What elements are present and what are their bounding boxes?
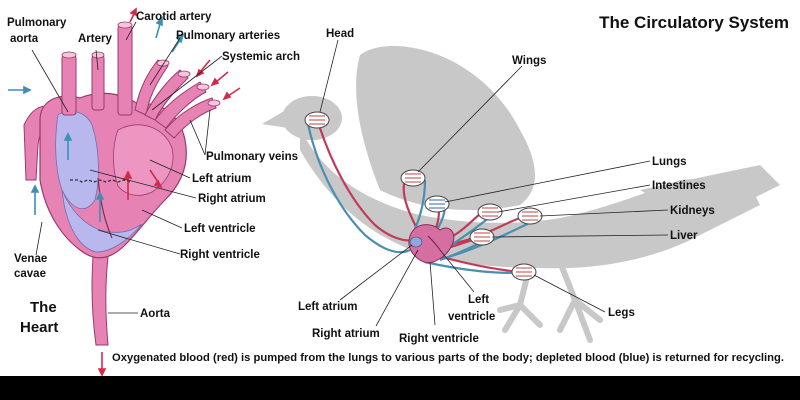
label-pulmonary-aorta-line1: Pulmonary xyxy=(7,17,67,29)
head-capillaries xyxy=(304,111,330,129)
label-systemic-arch: Systemic arch xyxy=(222,51,300,63)
label-venae-cavae-line1: Venae xyxy=(14,253,47,265)
label-left-ventricle-bird-line2: ventricle xyxy=(448,311,495,323)
label-right-atrium-bird: Right atrium xyxy=(312,328,380,340)
bird-silhouette xyxy=(262,45,780,269)
diagram-canvas: The Circulatory System Pulmonary aorta A… xyxy=(7,7,789,377)
label-wings: Wings xyxy=(512,55,546,67)
label-artery: Artery xyxy=(78,33,112,45)
bird-organ-nodes xyxy=(304,111,543,281)
bird-leader-lines xyxy=(319,39,669,327)
label-legs: Legs xyxy=(608,307,635,319)
label-venae-cavae-line2: cavae xyxy=(14,268,46,280)
label-aorta: Aorta xyxy=(140,308,171,320)
label-right-ventricle-heart: Right ventricle xyxy=(180,249,260,261)
label-right-atrium-heart: Right atrium xyxy=(198,193,266,205)
label-left-ventricle-bird-line1: Left xyxy=(468,294,489,306)
label-left-ventricle-heart: Left ventricle xyxy=(184,223,256,235)
label-kidneys: Kidneys xyxy=(670,205,715,217)
figure-title: The Circulatory System xyxy=(599,13,789,32)
label-left-atrium-bird: Left atrium xyxy=(298,301,357,313)
heart-leader-lines xyxy=(31,21,223,314)
label-pulmonary-arteries: Pulmonary arteries xyxy=(176,30,280,42)
heart-name-line1: The xyxy=(30,299,57,316)
kidney-capillaries xyxy=(517,207,543,225)
label-pulmonary-veins: Pulmonary veins xyxy=(206,151,298,163)
label-carotid-artery: Carotid artery xyxy=(136,11,212,23)
wing-capillaries xyxy=(400,169,426,187)
label-intestines: Intestines xyxy=(652,180,706,192)
label-lungs: Lungs xyxy=(652,156,687,168)
bottom-black-bar xyxy=(0,376,800,400)
label-pulmonary-aorta-line2: aorta xyxy=(10,33,39,45)
label-left-atrium-heart: Left atrium xyxy=(192,173,251,185)
heart-diagram xyxy=(8,7,241,377)
liver-capillaries xyxy=(469,228,495,246)
label-liver: Liver xyxy=(670,230,698,242)
label-right-ventricle-bird: Right ventricle xyxy=(399,333,479,345)
figure-caption: Oxygenated blood (red) is pumped from th… xyxy=(112,352,784,364)
lung-capillaries xyxy=(424,195,450,213)
intestine-capillaries xyxy=(477,203,503,221)
label-head: Head xyxy=(326,28,354,40)
leg-capillaries xyxy=(511,263,537,281)
heart-name-line2: Heart xyxy=(20,319,58,336)
